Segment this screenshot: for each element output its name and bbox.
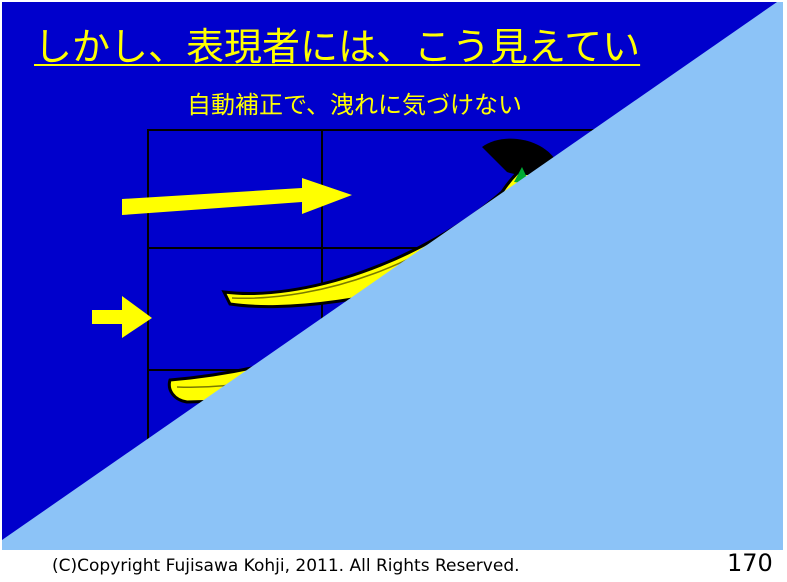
slide-panel: しかし、表現者には、こう見えてい 自動補正で、洩れに気づけない [2, 2, 783, 550]
slide-title: しかし、表現者には、こう見えてい [34, 25, 641, 69]
arrow-small-icon [92, 296, 152, 338]
slide-subtitle: 自動補正で、洩れに気づけない [187, 91, 523, 119]
page-number: 170 [727, 549, 773, 577]
arrow-large-icon [122, 178, 352, 215]
diagonal-overlay [2, 2, 783, 550]
copyright-footer: (C)Copyright Fujisawa Kohji, 2011. All R… [52, 556, 520, 576]
overlay-shape [2, 2, 783, 550]
